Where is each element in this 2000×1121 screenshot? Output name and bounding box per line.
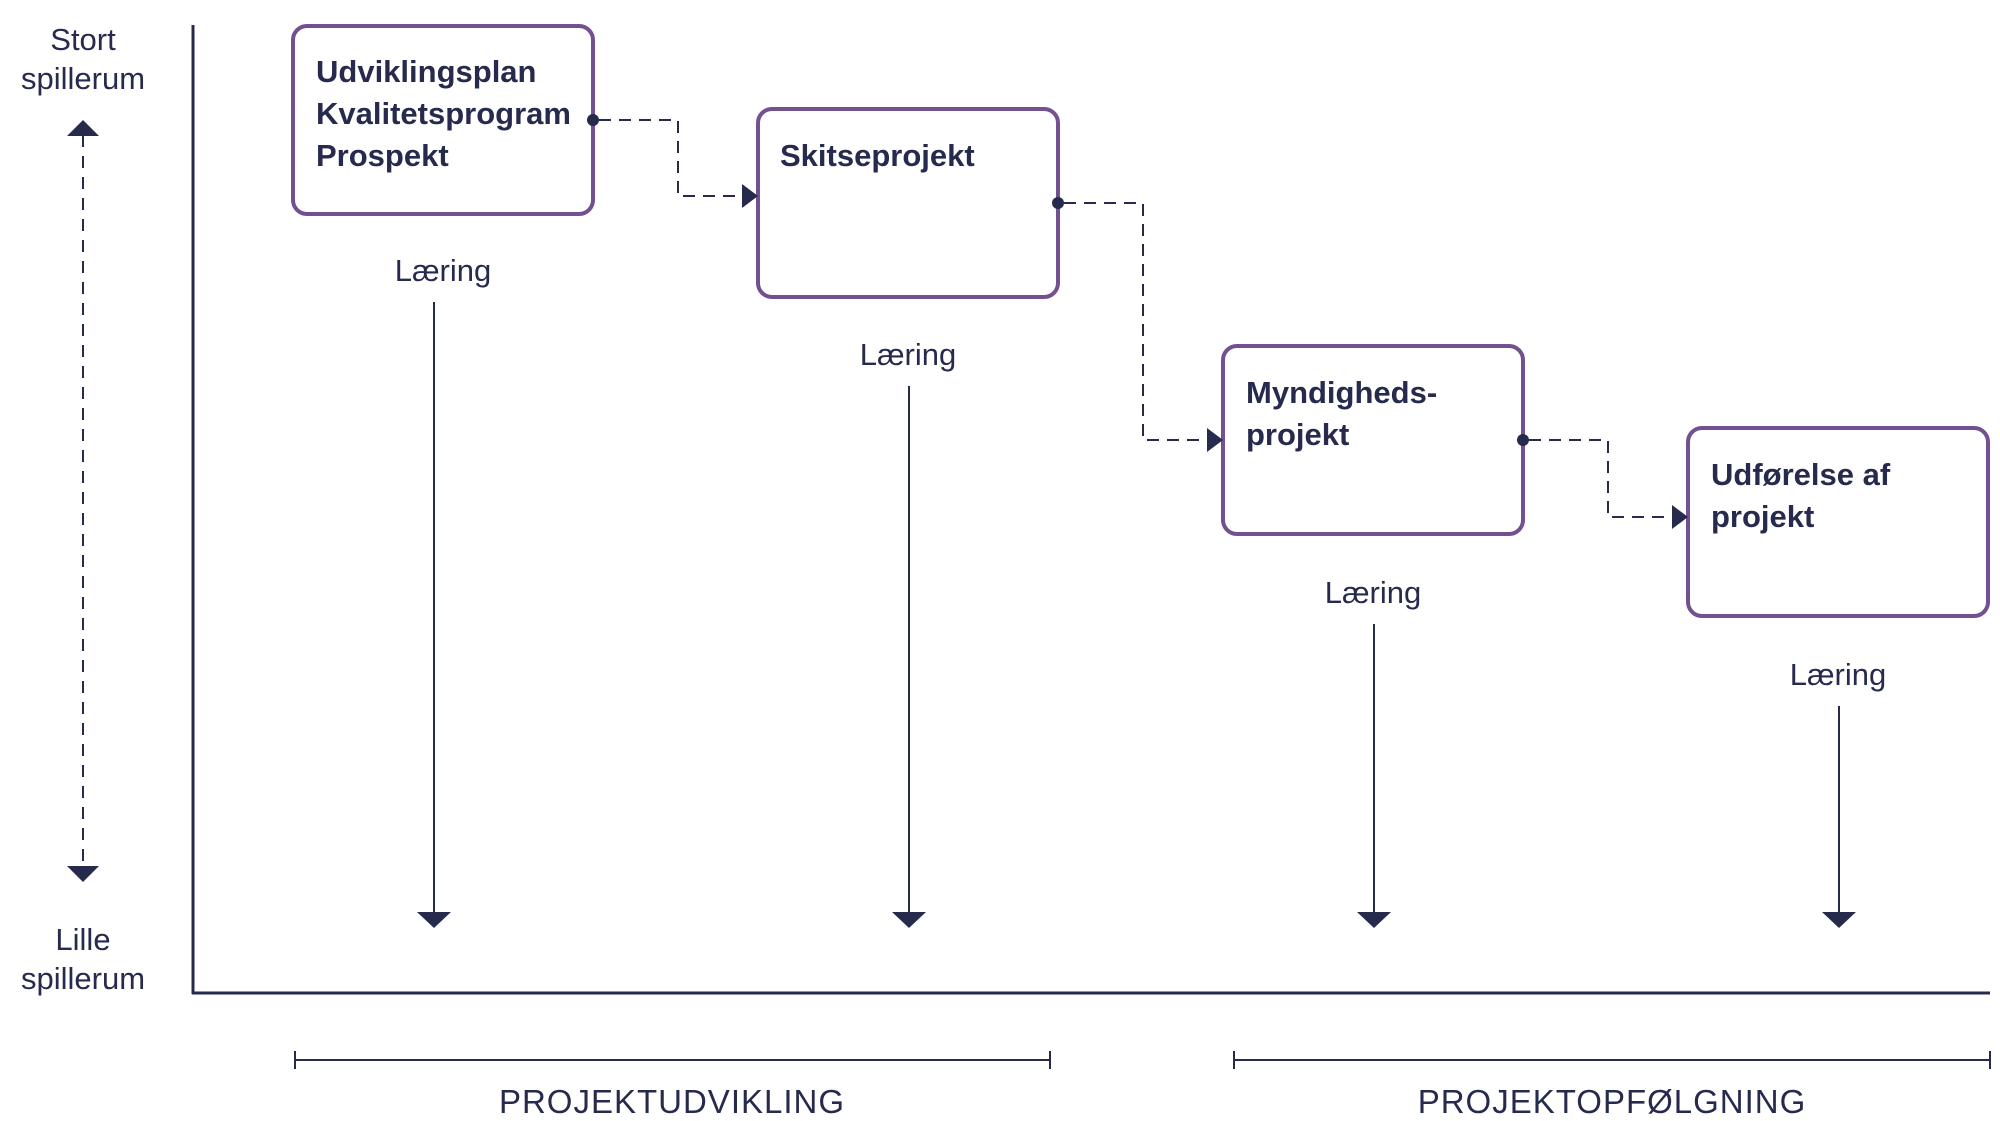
axis-bottom-line-1: Lille bbox=[55, 922, 111, 957]
connector-3-4 bbox=[1517, 434, 1688, 529]
axis-top-line-1: Stort bbox=[50, 22, 116, 57]
connector-2-3 bbox=[1052, 197, 1223, 452]
learning-label-4: Læring bbox=[1789, 657, 1887, 692]
axis-top-line-2: spillerum bbox=[20, 61, 146, 96]
learning-label-3: Læring bbox=[1324, 575, 1422, 610]
phase-bracket-1 bbox=[294, 1051, 1051, 1069]
phase-label-2: PROJEKTOPFØLGNING bbox=[1417, 1083, 1807, 1120]
learning-arrow-3 bbox=[1357, 624, 1391, 928]
learning-label-2: Læring bbox=[859, 337, 957, 372]
axis-bottom-label: Lille spillerum bbox=[0, 920, 173, 998]
scope-arrow-up-icon bbox=[67, 120, 99, 136]
stage-3-text: Myndigheds- projekt bbox=[1246, 372, 1437, 456]
learning-arrow-4 bbox=[1822, 706, 1856, 928]
stage-1-line-1: Udviklingsplan bbox=[316, 54, 537, 89]
stage-4-line-1: Udførelse af bbox=[1711, 457, 1891, 492]
stage-box-4 bbox=[1686, 426, 1990, 618]
stage-1-line-3: Prospekt bbox=[316, 138, 449, 173]
axis-top-label: Stort spillerum bbox=[0, 20, 173, 98]
phase-label-1: PROJEKTUDVIKLING bbox=[498, 1083, 846, 1120]
learning-arrow-2 bbox=[892, 386, 926, 928]
axis-bottom-line-2: spillerum bbox=[20, 961, 146, 996]
phase-bracket-2 bbox=[1233, 1051, 1991, 1069]
stage-3-line-1: Myndigheds- bbox=[1246, 375, 1438, 410]
stage-1-line-2: Kvalitetsprogram bbox=[316, 96, 571, 131]
stage-2-text: Skitseprojekt bbox=[780, 135, 975, 177]
learning-label-1: Læring bbox=[394, 253, 492, 288]
stage-2-line-1: Skitseprojekt bbox=[780, 138, 975, 173]
connector-1-2 bbox=[587, 114, 758, 208]
scope-arrow-down-icon bbox=[67, 866, 99, 882]
stage-4-text: Udførelse af projekt bbox=[1711, 454, 1890, 538]
learning-arrow-1 bbox=[417, 302, 451, 928]
stage-4-line-2: projekt bbox=[1711, 499, 1815, 534]
stage-1-text: Udviklingsplan Kvalitetsprogram Prospekt bbox=[316, 51, 571, 177]
stage-3-line-2: projekt bbox=[1246, 417, 1350, 452]
